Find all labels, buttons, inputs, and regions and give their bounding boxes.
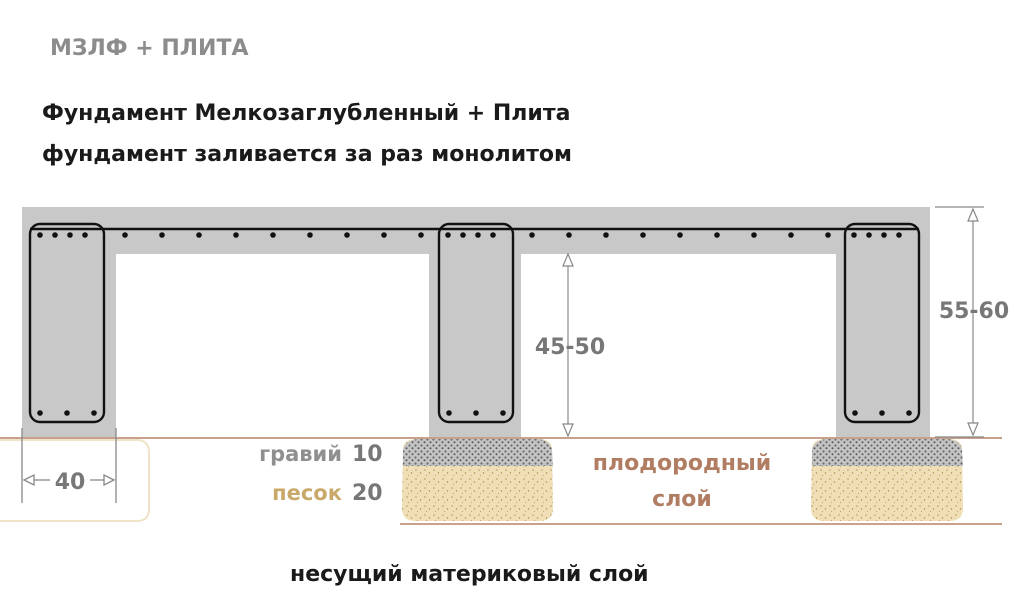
heading-line-1: Фундамент Мелкозаглубленный + Плита: [42, 101, 571, 126]
rebar-dot: [159, 232, 165, 238]
page-title: МЗЛФ + ПЛИТА: [50, 36, 249, 61]
rebar-dot: [82, 232, 88, 238]
rebar-cage-middle: [437, 222, 515, 424]
total-height-label: 55-60: [939, 299, 1009, 324]
rebar-dot: [122, 232, 128, 238]
rebar-dot: [307, 232, 313, 238]
rebar-dot: [445, 232, 451, 238]
rebar-dot: [196, 232, 202, 238]
rebar-dot: [906, 410, 912, 416]
rebar-dot: [879, 410, 885, 416]
fertile-layer-label-2: слой: [652, 487, 712, 512]
rebar-dot: [677, 232, 683, 238]
rebar-dot: [500, 410, 506, 416]
rebar-dot: [566, 232, 572, 238]
rebar-dot: [381, 232, 387, 238]
rebar-dot: [475, 232, 481, 238]
rebar-dot: [881, 232, 887, 238]
concrete-monolith: [22, 207, 930, 437]
heading-line-2: фундамент заливается за раз монолитом: [42, 142, 573, 167]
rebar-dot: [866, 232, 872, 238]
gravel-layer-right: [812, 439, 963, 466]
rebar-dot: [852, 410, 858, 416]
rebar-dot: [418, 232, 424, 238]
rebar-dot: [91, 410, 97, 416]
gravel-label: гравий: [259, 442, 342, 466]
rebar-dot: [460, 232, 466, 238]
inner-height-dimension: [562, 252, 574, 438]
rebar-dot: [825, 232, 831, 238]
rebar-dot: [490, 232, 496, 238]
rebar-dot: [640, 232, 646, 238]
rebar-dot: [529, 232, 535, 238]
sand-value: 20: [352, 481, 383, 506]
rebar-dot: [603, 232, 609, 238]
rebar-dot: [751, 232, 757, 238]
rebar-dot: [788, 232, 794, 238]
rebar-dot: [52, 232, 58, 238]
sand-label: песок: [272, 481, 342, 505]
rebar-dots: [37, 232, 912, 416]
rebar-dot: [67, 232, 73, 238]
rebar-dot: [64, 410, 70, 416]
bearing-layer-label: несущий материковый слой: [290, 562, 649, 587]
inner-height-label: 45-50: [535, 335, 605, 360]
fertile-layer-label-1: плодородный: [593, 451, 771, 476]
rebar-dot: [344, 232, 350, 238]
rebar-dot: [714, 232, 720, 238]
total-height-dimension: [935, 206, 984, 438]
rebar-dot: [37, 232, 43, 238]
rebar-dot: [37, 410, 43, 416]
rebar-cage-right: [843, 222, 921, 424]
rebar-dot: [446, 410, 452, 416]
rebar-dot: [233, 232, 239, 238]
cushion-outline-left: [0, 439, 150, 522]
rebar-cage-left: [28, 222, 106, 424]
rebar-dot: [270, 232, 276, 238]
rebar-dot: [473, 410, 479, 416]
width-dimension: [21, 428, 117, 503]
gravel-layer-middle: [403, 439, 553, 466]
rebar-dot: [851, 232, 857, 238]
rebar-dot: [896, 232, 902, 238]
gravel-value: 10: [352, 442, 383, 467]
width-dimension-label: 40: [55, 470, 86, 495]
